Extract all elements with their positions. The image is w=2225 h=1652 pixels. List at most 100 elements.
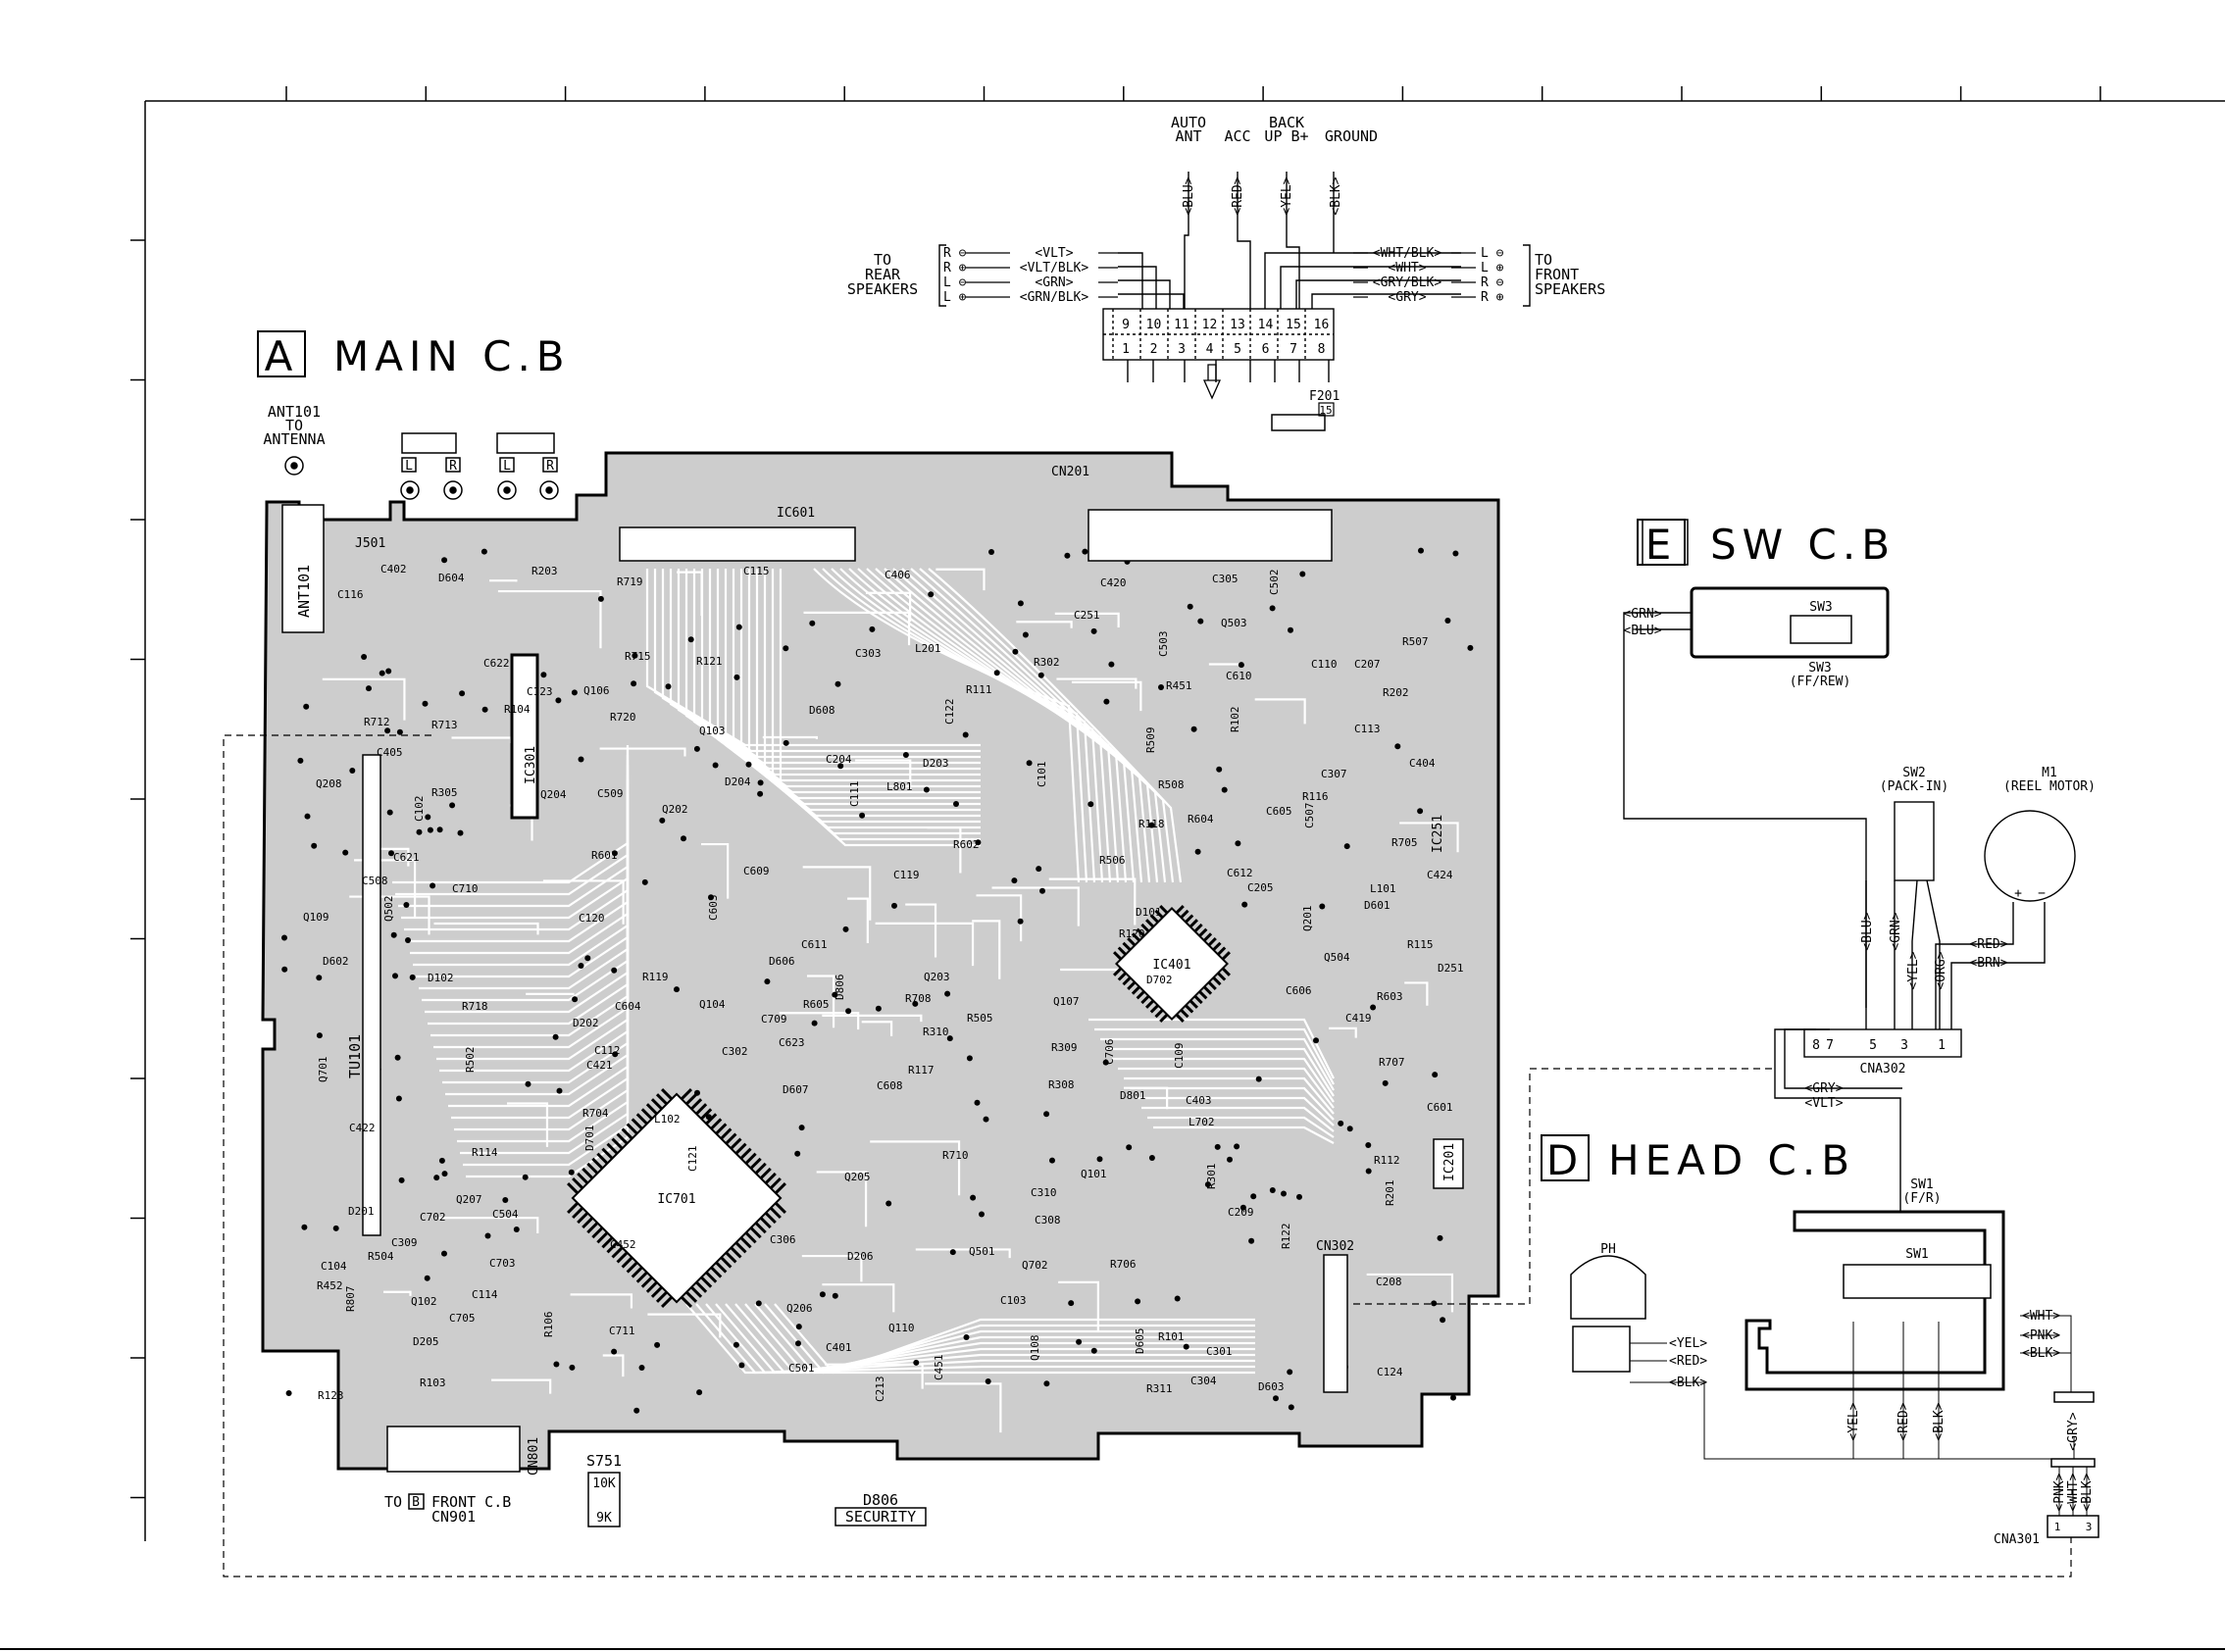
ic401: [1113, 905, 1231, 1023]
part-designator: D206: [847, 1250, 874, 1263]
head-board-title: HEAD C.B: [1608, 1136, 1855, 1184]
sw-board-letter: E: [1645, 521, 1678, 569]
qfp-pin: [1149, 1004, 1159, 1014]
via-pad: [332, 1225, 339, 1231]
via-pad: [1096, 1156, 1103, 1163]
part-designator: C213: [874, 1377, 886, 1403]
rear-wire-label: <VLT/BLK>: [1020, 261, 1089, 275]
to-front-letter: B: [412, 1495, 420, 1510]
part-designator: D602: [323, 955, 349, 968]
via-pad: [1269, 605, 1276, 612]
qfp-pin: [645, 1103, 658, 1116]
part-designator: C401: [826, 1341, 852, 1354]
part-designator: C205: [1247, 881, 1274, 894]
part-designator: L801: [886, 780, 913, 793]
pin-number: 1: [1122, 342, 1130, 357]
via-pad: [572, 996, 579, 1003]
part-designator: D607: [783, 1083, 809, 1096]
ant101-to: TO: [285, 417, 303, 434]
qfp-pin: [1217, 946, 1227, 956]
part-designator: R502: [464, 1047, 477, 1074]
via-pad: [1338, 1120, 1344, 1126]
via-pad: [611, 967, 618, 974]
part-designator: C702: [420, 1211, 446, 1224]
qfp-pin: [1221, 967, 1231, 976]
part-designator: C113: [1354, 723, 1381, 735]
via-pad: [1017, 918, 1024, 925]
part-designator: C110: [1311, 658, 1338, 671]
part-designator: Q101: [1081, 1168, 1107, 1180]
via-pad: [1103, 698, 1110, 705]
qfp-pin: [695, 1280, 708, 1293]
via-pad: [311, 842, 318, 849]
part-designator: C501: [788, 1362, 815, 1375]
qfp-pin: [759, 1167, 772, 1179]
part-designator: Q504: [1324, 951, 1350, 964]
s751-box: [587, 1472, 621, 1527]
jack-r2: R: [546, 459, 554, 474]
qfp-pin: [1188, 999, 1198, 1009]
qfp-pin: [616, 1251, 629, 1264]
trace: [928, 568, 1183, 883]
qfp-pin: [601, 1147, 614, 1160]
via-pad: [484, 1232, 491, 1239]
via-pad: [733, 674, 740, 680]
via-pad: [584, 955, 591, 962]
sw2-label: SW2: [1902, 766, 1925, 780]
f201-tag-text: 15: [1319, 404, 1332, 417]
trace: [925, 1382, 1002, 1433]
part-designator: C103: [1000, 1294, 1027, 1307]
part-designator: R602: [953, 838, 980, 851]
via-pad: [1183, 1343, 1189, 1350]
part-designator: D102: [428, 972, 454, 984]
via-pad: [392, 973, 398, 979]
via-pad: [885, 1200, 892, 1207]
qfp-pin: [754, 1162, 767, 1175]
via-pad: [1017, 600, 1024, 607]
part-designator: Q110: [888, 1322, 915, 1334]
trace: [383, 1290, 412, 1296]
trace: [915, 1248, 1011, 1259]
cna301-gry: <GRY>: [2066, 1412, 2081, 1450]
via-pad: [1148, 1155, 1155, 1161]
sw1-body: [1843, 1264, 1992, 1299]
via-pad: [433, 1175, 440, 1181]
via-pad: [1365, 1142, 1372, 1148]
part-designator: Q107: [1053, 995, 1080, 1008]
sw1-bottom-red: <RED>: [1896, 1402, 1911, 1440]
ic601-label: IC601: [777, 506, 815, 521]
part-designator: D801: [1120, 1089, 1146, 1102]
trace: [1106, 1047, 1335, 1097]
qfp-pin: [774, 1201, 786, 1215]
via-pad: [1037, 672, 1044, 678]
via-pad: [1090, 1347, 1097, 1354]
part-designators: C606C623C605L201D601D607D608D606D605D603…: [303, 563, 1464, 1402]
via-pad: [745, 761, 752, 768]
front-pin-label: L ⊕: [1481, 261, 1504, 275]
qfp-pin: [749, 1226, 762, 1239]
part-designator: C611: [801, 938, 828, 951]
via-pad: [974, 1099, 981, 1106]
ph-label: PH: [1600, 1242, 1616, 1257]
cna302-body: [1803, 1028, 1962, 1058]
via-pad: [361, 654, 368, 660]
qfp-pin: [567, 1181, 580, 1195]
via-pad: [502, 1197, 509, 1203]
trace: [779, 1012, 860, 1030]
via-pad: [1135, 1298, 1141, 1305]
part-designator: C403: [1186, 1094, 1212, 1107]
qfp-pin: [635, 1113, 648, 1126]
via-pad: [708, 894, 714, 901]
qfp-pin: [710, 1118, 723, 1130]
wire: [1264, 252, 1461, 309]
via-pad: [681, 835, 686, 842]
part-designator: C204: [826, 753, 852, 766]
trace: [647, 1313, 722, 1338]
via-pad: [1418, 547, 1424, 554]
m1-minus: −: [2038, 886, 2046, 901]
trace: [976, 894, 1023, 942]
jack-l2: L: [503, 459, 511, 474]
part-designator: R451: [1166, 679, 1192, 692]
via-pad: [1174, 1295, 1181, 1302]
qfp-pin: [1159, 905, 1169, 915]
